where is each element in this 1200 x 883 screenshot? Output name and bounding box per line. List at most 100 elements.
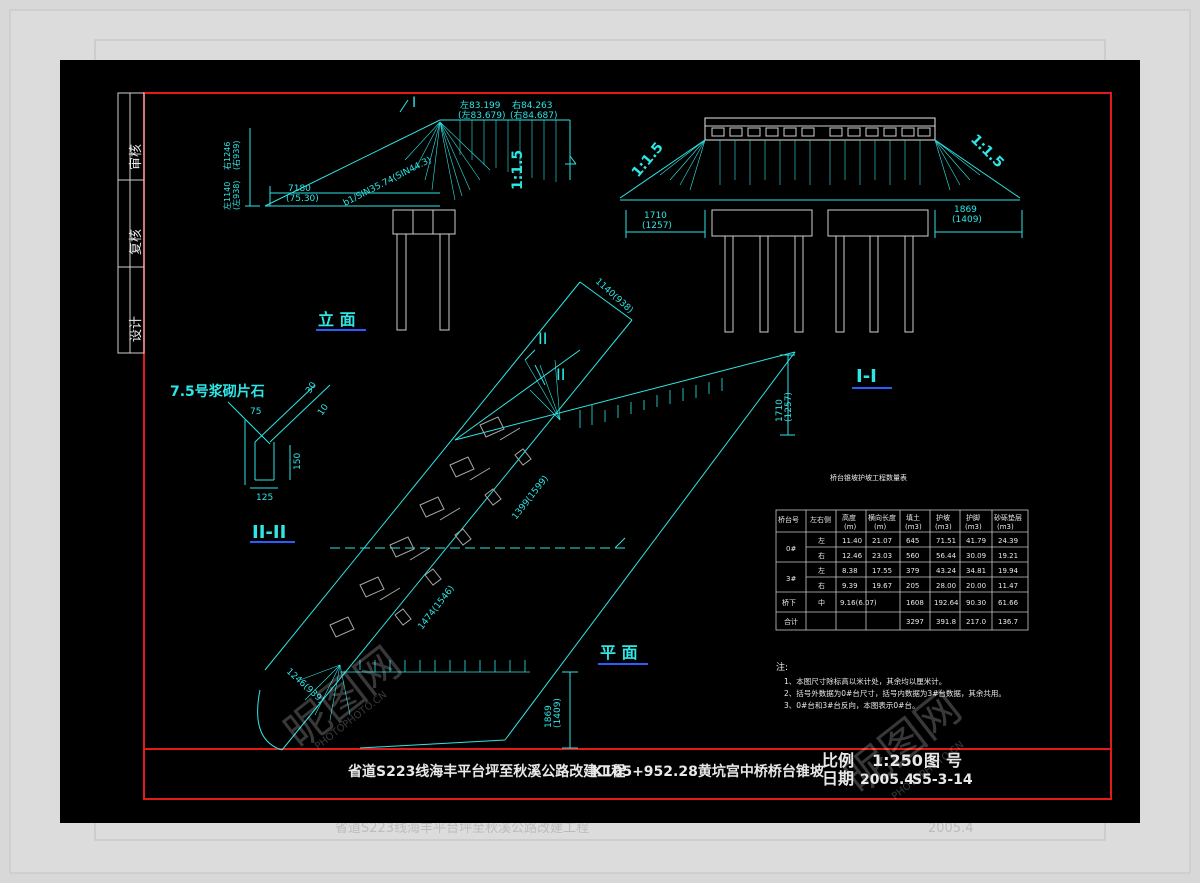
section-mark-i: I xyxy=(412,95,416,111)
elev-right-elev2: (右84.687) xyxy=(510,109,558,121)
quantity-table: 桥台锥坡护坡工程数量表 桥台号 左右侧 高度 横向长度 填土 护坡 护脚 砂砾垫… xyxy=(775,473,1029,631)
title-block: 省道S223线海丰平台坪至秋溪公路改建工程 K105+952.28黄坑宫中桥桥台… xyxy=(347,751,973,788)
td-2-4: 379 xyxy=(906,567,919,575)
drawing-no-value: S5-3-14 xyxy=(912,772,973,788)
detail-d2: 150 xyxy=(293,453,303,470)
td-2-5: 43.24 xyxy=(936,567,957,575)
title-drawing: K105+952.28黄坑宫中桥桥台锥坡 xyxy=(592,763,825,780)
section-ii-ii-label: II-II xyxy=(252,522,286,543)
td-3-5: 28.00 xyxy=(936,582,956,590)
td-1-5: 56.44 xyxy=(936,552,957,560)
td-2-0: 3# xyxy=(786,575,796,583)
td-3-3: 19.67 xyxy=(872,582,892,590)
th-3: 横向长度 xyxy=(868,513,896,522)
design-label: 设计 xyxy=(129,316,144,342)
detail-d3: 125 xyxy=(256,493,273,503)
td-4-4: 1608 xyxy=(906,599,924,607)
table-title: 桥台锥坡护坡工程数量表 xyxy=(830,473,907,482)
td-5-7: 136.7 xyxy=(998,618,1018,626)
elev-left-elev: 左83.199 xyxy=(460,99,501,111)
td-3-1: 右 xyxy=(818,581,825,590)
td-0-6: 41.79 xyxy=(966,537,986,545)
elev-sin-label: b1/SIN35.74(SIN44.3) xyxy=(342,155,433,208)
ghost-title-text: 省道S223线海丰平台坪至秋溪公路改建工程 xyxy=(335,820,589,836)
tu-2: (m) xyxy=(844,523,857,531)
detail-d5: 10 xyxy=(316,402,331,417)
td-3-2: 9.39 xyxy=(842,582,858,590)
detail-material-label: 7.5号浆砌片石 xyxy=(170,383,265,400)
td-1-3: 23.03 xyxy=(872,552,892,560)
td-1-7: 19.21 xyxy=(998,552,1018,560)
cad-drawing-sheet: 审核 复核 设计 7180 (75.3 xyxy=(60,60,1140,823)
td-5-4: 3297 xyxy=(906,618,924,626)
td-2-3: 17.55 xyxy=(872,567,892,575)
notes-heading: 注: xyxy=(776,661,788,673)
elev-left-elev2: (左83.679) xyxy=(458,109,506,121)
elev-vert-left: 左1140 xyxy=(222,182,232,210)
td-4-2: 9.16(6.07) xyxy=(840,599,877,607)
elev-vert-right2: (右939) xyxy=(231,140,241,170)
plan-diag2: 1474(1546) xyxy=(416,584,456,632)
plan-diag1: 1399(1599) xyxy=(510,474,550,522)
plan-br-dim: 1869 xyxy=(544,705,554,728)
td-1-4: 560 xyxy=(906,552,919,560)
th-4: 填土 xyxy=(906,513,920,522)
sec-dim-left2: (1257) xyxy=(642,221,672,231)
td-5-6: 217.0 xyxy=(966,618,986,626)
td-2-1: 左 xyxy=(818,566,825,575)
td-0-5: 71.51 xyxy=(936,537,956,545)
td-4-6: 90.30 xyxy=(966,599,986,607)
date-label: 日期 xyxy=(822,769,854,788)
th-5: 护坡 xyxy=(936,513,950,522)
sec-dim-right2: (1409) xyxy=(952,215,982,225)
td-0-3: 21.07 xyxy=(872,537,892,545)
sec-slope-right: 1:1.5 xyxy=(967,132,1007,172)
th-6: 护脚 xyxy=(966,513,980,522)
drawing-border xyxy=(143,92,1112,800)
section-i-i-label: I-I xyxy=(856,366,877,387)
elevation-view: 7180 (75.30) 左1140 (左938) 右1246 (右939) b… xyxy=(222,95,577,331)
date-value: 2005.4 xyxy=(860,772,914,788)
th-7: 砂砾垫层 xyxy=(994,513,1022,522)
review-label: 审核 xyxy=(129,144,144,170)
drawing-no-label: 图 xyxy=(924,751,940,770)
td-1-1: 右 xyxy=(818,551,825,560)
td-0-7: 24.39 xyxy=(998,537,1018,545)
drawing-canvas: 审核 复核 设计 7180 (75.3 xyxy=(117,92,1112,804)
note-3: 3、0#台和3#台反向，本图表示0#台。 xyxy=(784,700,919,710)
note-2: 2、括号外数据为0#台尺寸，括号内数据为3#台数据，其余共用。 xyxy=(784,688,1006,698)
td-1-6: 30.09 xyxy=(966,552,986,560)
td-4-5: 192.64 xyxy=(934,599,959,607)
tu-5: (m3) xyxy=(935,523,952,531)
detail-ii-ii: 7.5号浆砌片石 75 150 125 30 10 II-II xyxy=(170,380,331,543)
elev-slope: 1:1.5 xyxy=(510,150,526,190)
td-3-7: 11.47 xyxy=(998,582,1018,590)
elevation-label: 立 面 xyxy=(318,310,356,329)
td-2-2: 8.38 xyxy=(842,567,858,575)
td-0-0: 0# xyxy=(786,545,796,553)
sec-dim-left: 1710 xyxy=(644,211,667,221)
drawing-no-label2: 号 xyxy=(946,751,962,770)
section-mark-ii-top: II xyxy=(538,329,547,348)
td-0-4: 645 xyxy=(906,537,919,545)
elev-right-elev: 右84.263 xyxy=(512,99,553,111)
section-i-i-view: 1710 (1257) 1869 (1409) 1:1.5 1:1.5 I-I xyxy=(619,117,1023,389)
sec-dim-right: 1869 xyxy=(954,205,977,215)
section-mark-ii-bottom: II xyxy=(556,365,565,384)
td-4-0: 桥下 xyxy=(782,598,796,607)
td-3-6: 20.00 xyxy=(966,582,986,590)
scale-label: 比例 xyxy=(822,751,854,770)
note-1: 1、本图尺寸除标高以米计处，其余均以厘米计。 xyxy=(784,676,946,686)
plan-label: 平 面 xyxy=(600,643,638,662)
td-5-0: 合计 xyxy=(784,617,798,626)
td-3-4: 205 xyxy=(906,582,919,590)
scale-value: 1:250 xyxy=(872,751,923,770)
detail-d1: 75 xyxy=(250,407,261,417)
tu-3: (m) xyxy=(874,523,887,531)
elev-dim-7530: (75.30) xyxy=(286,194,319,204)
td-0-1: 左 xyxy=(818,536,825,545)
elev-vert-left2: (左938) xyxy=(231,180,241,210)
th-2: 高度 xyxy=(842,513,856,522)
notes-block: 注: 1、本图尺寸除标高以米计处，其余均以厘米计。 2、括号外数据为0#台尺寸，… xyxy=(776,661,1006,710)
watermark-brand-left: 昵图网 xyxy=(275,637,410,758)
